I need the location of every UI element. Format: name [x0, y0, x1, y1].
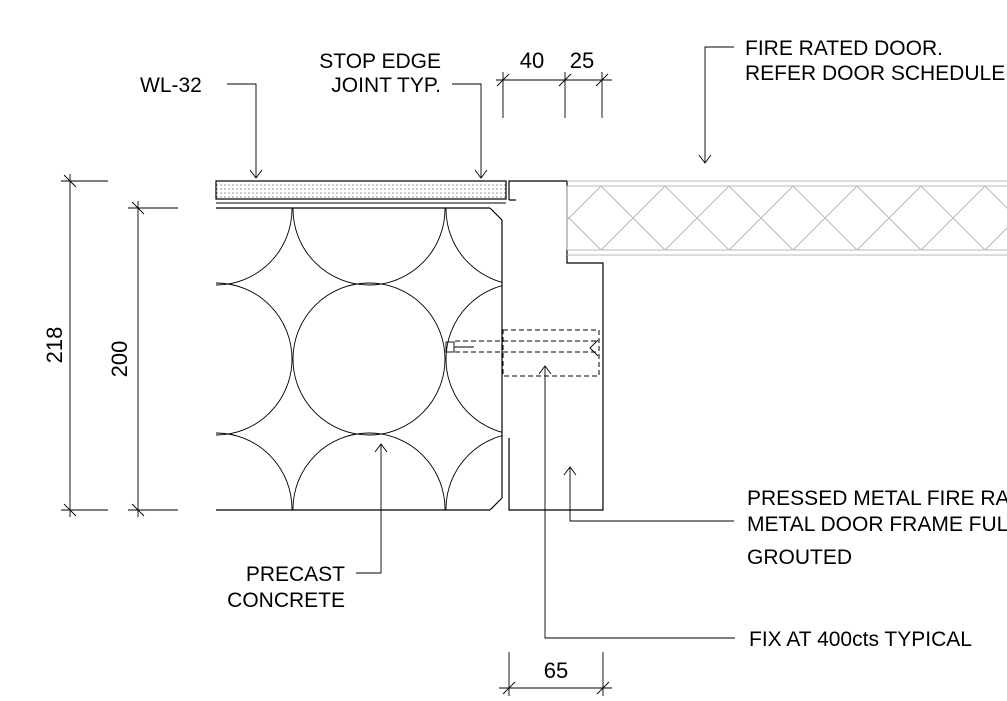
dimension-200: 200 [107, 341, 132, 378]
frame-label-line1: PRESSED METAL FIRE RATED [747, 487, 1007, 510]
concrete-hatch [216, 208, 502, 510]
wall-lining [215, 180, 507, 204]
concrete-label-line2: CONCRETE [227, 589, 345, 612]
door-frame [508, 180, 604, 511]
frame-label-line2: METAL DOOR FRAME FULLY [747, 513, 1007, 536]
fixing-label: FIX AT 400cts TYPICAL [749, 628, 972, 651]
dimension-65: 65 [544, 658, 568, 683]
door-label-line2: REFER DOOR SCHEDULE [745, 62, 1005, 85]
dimension-lines [61, 72, 612, 696]
dimension-218: 218 [42, 327, 67, 364]
stop-edge-label-line1: STOP EDGE [319, 50, 441, 73]
fire-rated-door [566, 180, 1007, 256]
dimension-25: 25 [570, 48, 594, 73]
leader-lines [227, 46, 735, 639]
precast-concrete-panel [216, 207, 503, 511]
wall-type-label: WL-32 [140, 74, 202, 97]
dimension-40: 40 [520, 48, 544, 73]
frame-fixing [445, 329, 600, 377]
door-label-line1: FIRE RATED DOOR. [745, 37, 943, 60]
frame-label-line3: GROUTED [747, 546, 852, 569]
stop-edge-label-line2: JOINT TYP. [331, 74, 441, 97]
concrete-label-line1: PRECAST [246, 563, 345, 586]
